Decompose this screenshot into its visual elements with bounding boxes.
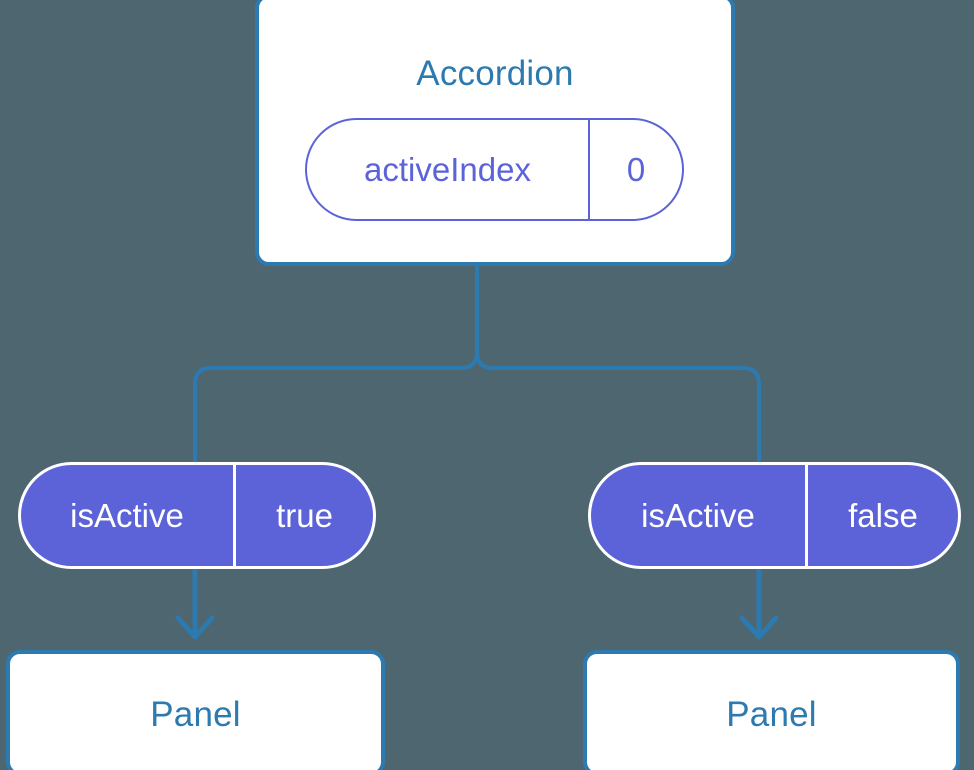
prop-badge-isactive-left[interactable]: isActive true xyxy=(18,462,376,569)
panel-component-card-left[interactable]: Panel xyxy=(6,650,385,770)
panel-title-right: Panel xyxy=(726,695,817,734)
prop-badge-value-left: true xyxy=(276,496,333,534)
state-badge-value: 0 xyxy=(626,150,646,188)
prop-badge-key-right: isActive xyxy=(591,465,808,566)
arrow-right-prop-to-panel xyxy=(739,567,779,640)
panel-title-left: Panel xyxy=(150,695,241,734)
prop-badge-key-left: isActive xyxy=(21,465,236,566)
panel-component-card-right[interactable]: Panel xyxy=(583,650,960,770)
prop-badge-isactive-right[interactable]: isActive false xyxy=(588,462,961,569)
connector-root-to-left xyxy=(193,264,479,464)
prop-badge-value-right: false xyxy=(848,496,918,534)
accordion-title: Accordion xyxy=(416,54,574,93)
state-badge-key: activeIndex xyxy=(307,120,590,219)
state-badge-activeindex[interactable]: activeIndex 0 xyxy=(305,118,684,221)
connector-root-to-right xyxy=(475,264,761,464)
arrow-left-prop-to-panel xyxy=(175,567,215,640)
